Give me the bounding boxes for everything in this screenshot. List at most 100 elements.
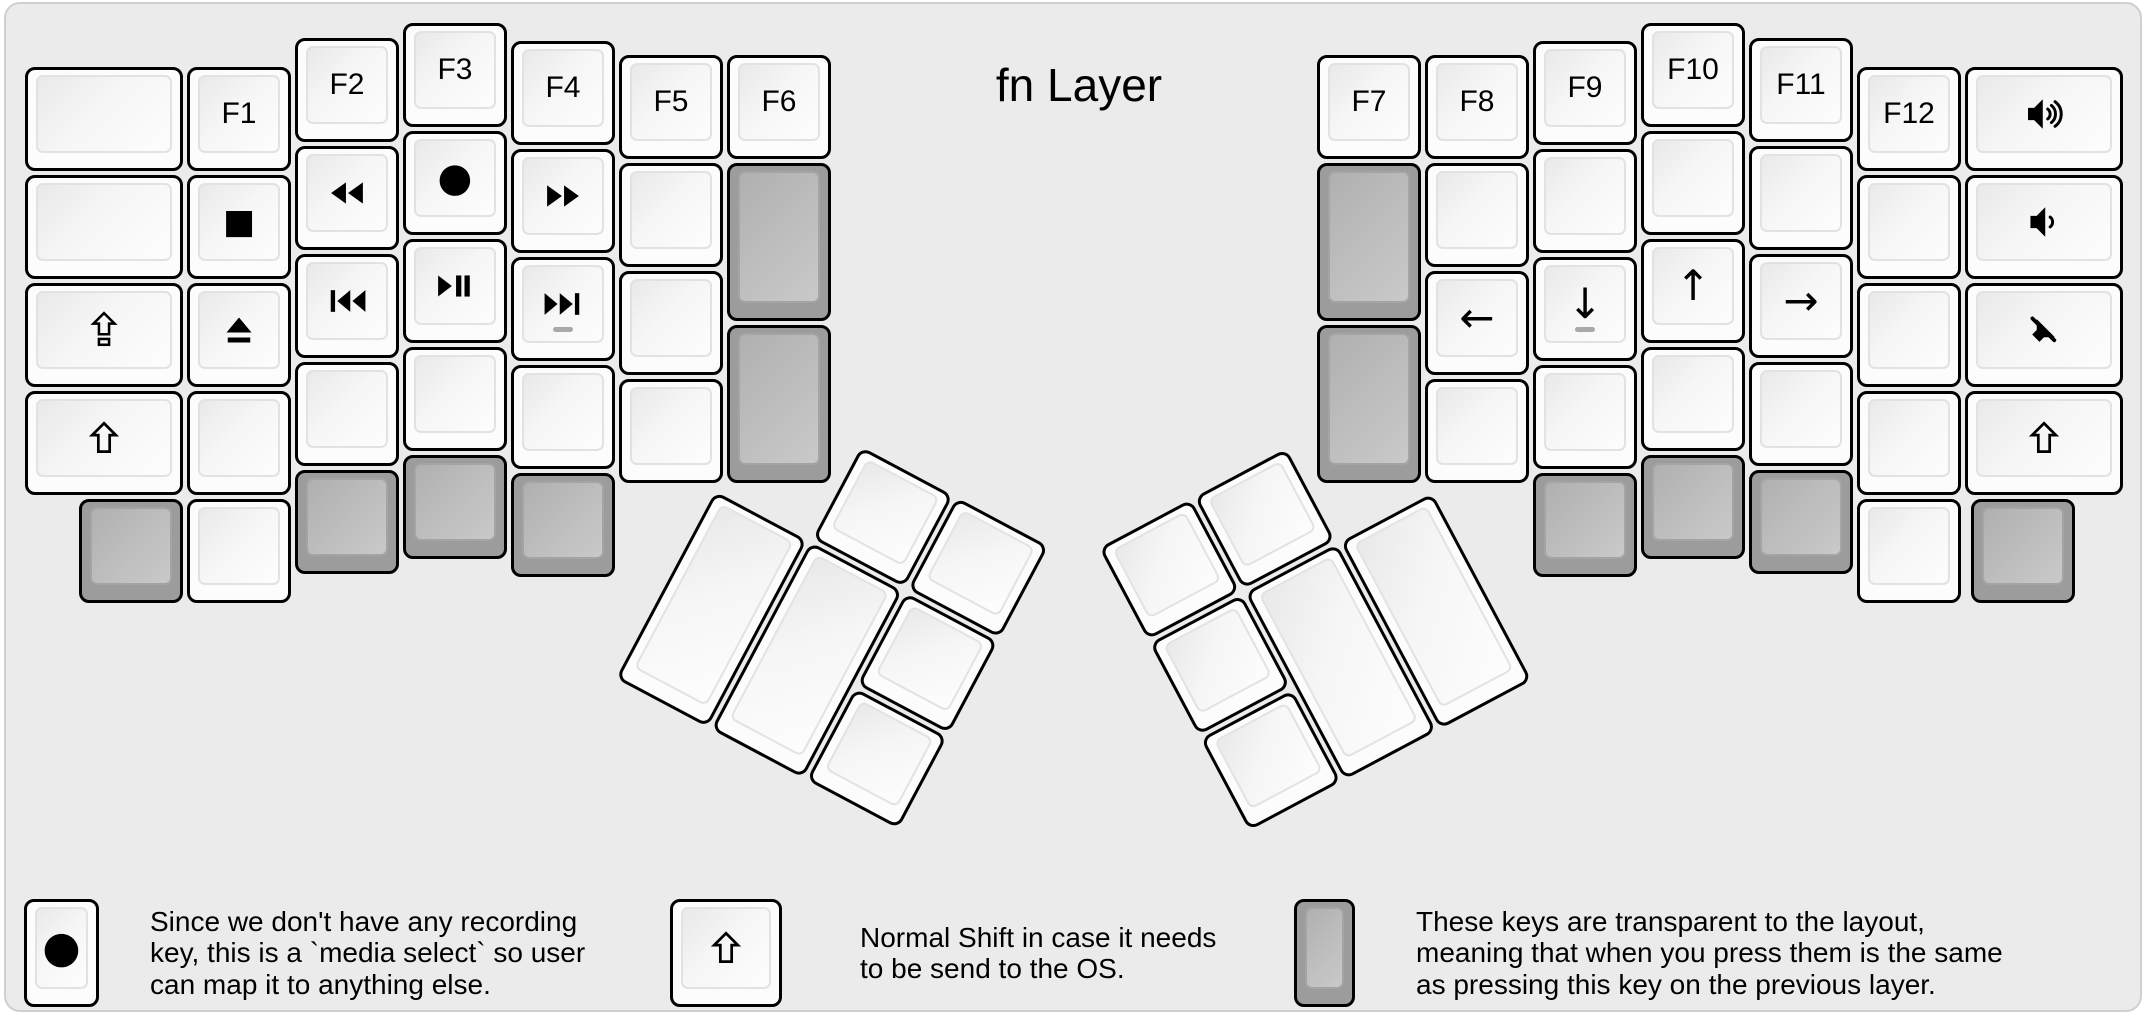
key-f12[interactable]: F12 <box>1857 67 1961 171</box>
key-f1[interactable]: F1 <box>187 67 291 171</box>
key-transparent[interactable] <box>1641 455 1745 559</box>
key-arrow-right[interactable]: → <box>1749 254 1853 358</box>
key-f10[interactable]: F10 <box>1641 23 1745 127</box>
key-f2[interactable]: F2 <box>295 38 399 142</box>
key-prev-track[interactable] <box>295 254 399 358</box>
key-shift[interactable] <box>25 391 183 495</box>
keycap-surface <box>198 291 280 369</box>
key-f7[interactable]: F7 <box>1317 55 1421 159</box>
keycap-surface <box>1760 478 1842 556</box>
key-transparent[interactable] <box>295 470 399 574</box>
shift-icon <box>2029 421 2059 455</box>
key-blank[interactable] <box>619 163 723 267</box>
key-arrow-up[interactable]: ↑ <box>1641 239 1745 343</box>
key-volume-up[interactable] <box>1965 67 2123 171</box>
key-caps-lock[interactable] <box>25 283 183 387</box>
key-rewind[interactable] <box>295 146 399 250</box>
key-f3[interactable]: F3 <box>403 23 507 127</box>
key-f4[interactable]: F4 <box>511 41 615 145</box>
key-transparent[interactable] <box>1317 325 1421 483</box>
key-blank[interactable] <box>295 362 399 466</box>
key-blank[interactable] <box>1857 499 1961 603</box>
key-blank[interactable] <box>1425 163 1529 267</box>
key-label: F1 <box>221 97 257 130</box>
keycap-surface <box>1868 507 1950 585</box>
key-transparent[interactable] <box>727 163 831 321</box>
keycap-surface <box>630 171 712 249</box>
keycap-surface <box>1976 291 2112 369</box>
keycap-surface <box>414 247 496 325</box>
keycap-surface <box>522 265 604 343</box>
eject-icon <box>224 315 254 345</box>
volume-down-icon <box>2028 206 2060 238</box>
key-transparent[interactable] <box>727 325 831 483</box>
keycap-surface: ● <box>414 139 496 217</box>
key-play-pause[interactable] <box>403 239 507 343</box>
key-transparent[interactable] <box>1317 163 1421 321</box>
key-blank[interactable] <box>25 175 183 279</box>
keycap-surface <box>306 478 388 556</box>
homing-bar <box>1575 327 1595 332</box>
key-blank[interactable] <box>1641 131 1745 235</box>
key-blank[interactable] <box>187 499 291 603</box>
key-blank[interactable] <box>1533 149 1637 253</box>
key-f8[interactable]: F8 <box>1425 55 1529 159</box>
keycap-surface <box>36 291 172 369</box>
key-mute[interactable] <box>1965 283 2123 387</box>
key-transparent[interactable] <box>1533 473 1637 577</box>
key-media-select[interactable]: ● <box>403 131 507 235</box>
keycap-surface <box>36 399 172 477</box>
keycap-surface <box>1868 399 1950 477</box>
key-blank[interactable] <box>403 347 507 451</box>
keycap-surface: F4 <box>522 49 604 127</box>
keycap-surface <box>681 907 771 989</box>
key-blank[interactable] <box>1749 146 1853 250</box>
keycap-surface: F8 <box>1436 63 1518 141</box>
key-blank[interactable] <box>511 365 615 469</box>
key-f11[interactable]: F11 <box>1749 38 1853 142</box>
key-blank[interactable] <box>187 391 291 495</box>
key-f6[interactable]: F6 <box>727 55 831 159</box>
keycap-surface <box>926 509 1036 618</box>
keycap-surface <box>1112 511 1222 619</box>
key-f5[interactable]: F5 <box>619 55 723 159</box>
key-transparent[interactable] <box>1971 499 2075 603</box>
key-blank[interactable] <box>1425 379 1529 483</box>
key-blank[interactable] <box>619 379 723 483</box>
key-fast-forward[interactable] <box>511 149 615 253</box>
key-next-track[interactable] <box>511 257 615 361</box>
key-shift[interactable] <box>1965 391 2123 495</box>
legend-media-select-text: Since we don't have any recording key, t… <box>150 899 585 1007</box>
key-blank[interactable] <box>25 67 183 171</box>
key-blank[interactable] <box>1857 175 1961 279</box>
keycap-surface: F7 <box>1328 63 1410 141</box>
key-blank[interactable] <box>1857 391 1961 495</box>
key-blank[interactable] <box>619 271 723 375</box>
keycap-surface <box>306 370 388 448</box>
key-arrow-down[interactable]: ↓ <box>1533 257 1637 361</box>
shift-icon <box>711 931 741 965</box>
key-eject[interactable] <box>187 283 291 387</box>
key-transparent[interactable] <box>403 455 507 559</box>
caps-lock-icon <box>90 311 118 349</box>
keycap-surface: F11 <box>1760 46 1842 124</box>
key-blank[interactable] <box>1533 365 1637 469</box>
key-f9[interactable]: F9 <box>1533 41 1637 145</box>
keycap-surface <box>36 75 172 153</box>
key-blank[interactable] <box>1857 283 1961 387</box>
keycap-surface <box>1305 907 1344 989</box>
keycap-surface <box>36 183 172 261</box>
key-transparent[interactable] <box>511 473 615 577</box>
play-pause-icon <box>436 273 474 299</box>
key-label: F3 <box>437 53 473 86</box>
key-blank[interactable] <box>1641 347 1745 451</box>
keycap-surface <box>1652 139 1734 217</box>
key-transparent[interactable] <box>79 499 183 603</box>
key-arrow-left[interactable]: ← <box>1425 271 1529 375</box>
key-blank[interactable] <box>1749 362 1853 466</box>
record-key-sample: ● <box>24 899 99 1007</box>
keycap-surface <box>830 458 940 567</box>
key-volume-down[interactable] <box>1965 175 2123 279</box>
key-transparent[interactable] <box>1749 470 1853 574</box>
key-stop[interactable]: ■ <box>187 175 291 279</box>
